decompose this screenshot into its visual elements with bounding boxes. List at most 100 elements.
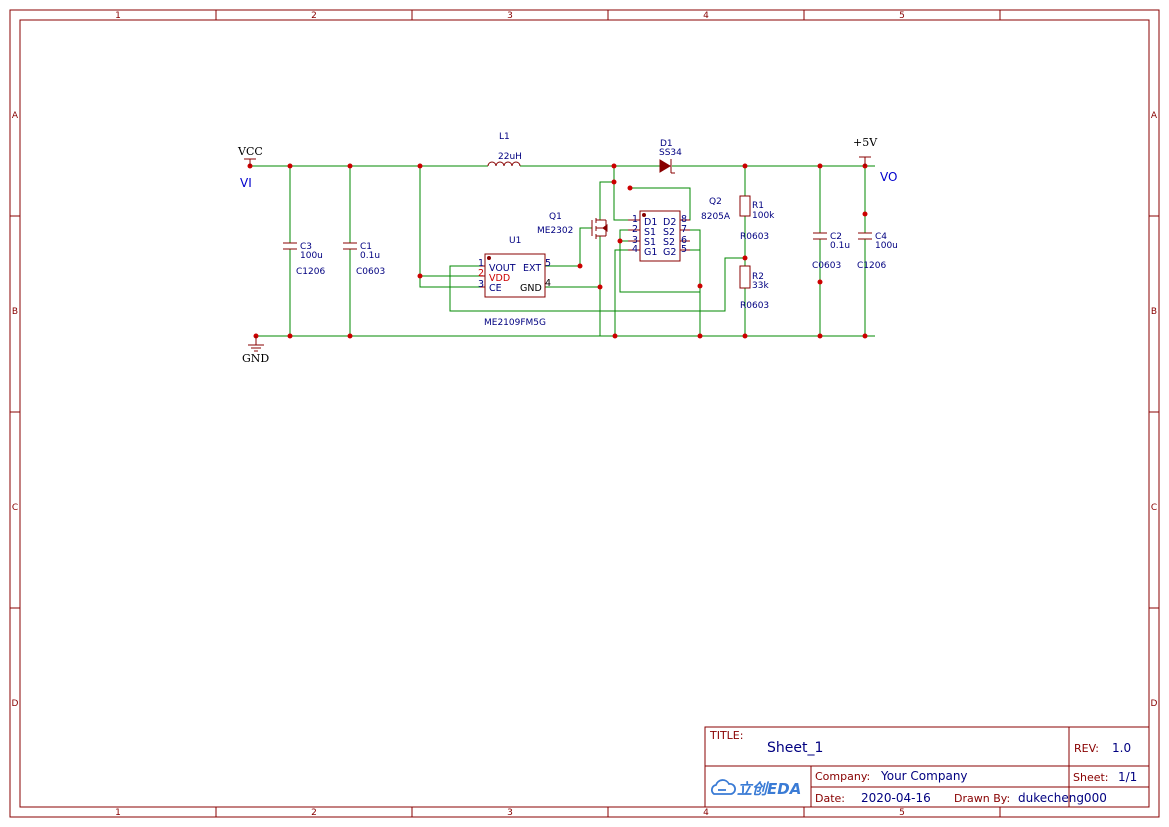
wires: [250, 165, 875, 337]
grid-col-1-bottom: 1: [115, 808, 121, 818]
vcc-port[interactable]: VCC: [237, 145, 263, 166]
grid-col-5-bottom: 5: [899, 808, 905, 818]
q1-drain-wire: [599, 166, 615, 220]
inductor-l1[interactable]: L1 22uH: [487, 132, 522, 167]
grid-col-1: 1: [115, 11, 121, 21]
u1-pin-1: 1: [478, 258, 484, 269]
r2-designator: R2: [752, 272, 764, 282]
c2-footprint: C0603: [812, 261, 841, 271]
c2-designator: C2: [830, 232, 842, 242]
d1-value: SS34: [659, 148, 682, 158]
q2-pin-5: 5: [681, 244, 687, 255]
u1-name-vdd: VDD: [489, 273, 510, 284]
u1-pin-5: 5: [545, 258, 551, 269]
q2-designator: Q2: [709, 197, 722, 207]
sheet-title: Sheet_1: [767, 740, 823, 756]
c4-value: 100u: [875, 241, 898, 251]
q2-name-d1: D1: [644, 217, 657, 228]
c1-value: 0.1u: [360, 251, 380, 261]
gnd-symbol[interactable]: GND: [242, 336, 269, 365]
mosfet-q1[interactable]: Q1 ME2302: [537, 212, 608, 239]
q2-name-g1: G1: [644, 247, 657, 258]
grid-col-5: 5: [899, 11, 905, 21]
u1-name-ce: CE: [489, 283, 502, 294]
l1-designator: L1: [499, 132, 510, 142]
u1-name-vout: VOUT: [489, 263, 516, 274]
grid-col-3: 3: [507, 11, 513, 21]
drawn-by-label: Drawn By:: [954, 792, 1010, 805]
q1-designator: Q1: [549, 212, 562, 222]
plus5v-label: +5V: [853, 136, 878, 149]
c4-designator: C4: [875, 232, 887, 242]
q2-pin-1: 1: [632, 214, 638, 225]
ic-q2[interactable]: 1 2 3 4 D1 S1 S1 G1 D2 S2 S2 G2 8 7 6 5 …: [628, 197, 731, 262]
r1-footprint: R0603: [740, 232, 769, 242]
grid-col-2-bottom: 2: [311, 808, 317, 818]
grid-col-4: 4: [703, 11, 709, 21]
q1-value: ME2302: [537, 226, 573, 236]
u1-footprint: ME2109FM5G: [484, 318, 546, 328]
d1-designator: D1: [660, 139, 673, 149]
q2-g2-wire: [690, 249, 701, 336]
diode-d1[interactable]: D1 SS34: [659, 139, 682, 174]
grid-col-4-bottom: 4: [703, 808, 709, 818]
date-label: Date:: [815, 792, 845, 805]
c4-footprint: C1206: [857, 261, 886, 271]
c1-designator: C1: [360, 242, 372, 252]
q2-pin-6: 6: [681, 235, 687, 246]
grid-col-2: 2: [311, 11, 317, 21]
u1-name-gnd: GND: [520, 283, 542, 294]
l1-value: 22uH: [498, 152, 522, 162]
grid-row-c: C: [12, 503, 18, 513]
u1-name-ext: EXT: [523, 263, 541, 274]
sheet-value: 1/1: [1118, 770, 1137, 784]
q2-name-s1b: S1: [644, 237, 656, 248]
r1-designator: R1: [752, 201, 764, 211]
grid-row-d: D: [12, 699, 19, 709]
grid-row-d-right: D: [1151, 699, 1158, 709]
q2-drain-wires: [613, 182, 691, 221]
capacitor-c1[interactable]: C1 0.1u C0603: [343, 242, 385, 277]
title-label: TITLE:: [709, 729, 743, 742]
c3-designator: C3: [300, 242, 312, 252]
r2-footprint: R0603: [740, 301, 769, 311]
capacitor-c3[interactable]: C3 100u C1206: [283, 242, 325, 277]
q2-name-s1a: S1: [644, 227, 656, 238]
q2-pin-4: 4: [632, 244, 638, 255]
q2-value: 8205A: [701, 212, 731, 222]
drawn-by-value: dukecheng000: [1018, 791, 1107, 805]
resistor-r1[interactable]: R1 100k R0603: [739, 195, 775, 242]
capacitor-c4[interactable]: C4 100u C1206: [857, 232, 898, 271]
u1-pin-4: 4: [545, 278, 551, 289]
grid-row-b-right: B: [1151, 307, 1157, 317]
q2-name-s2b: S2: [663, 237, 675, 248]
q2-pin-8: 8: [681, 214, 687, 225]
c3-footprint: C1206: [296, 267, 325, 277]
ic-u1[interactable]: 1 2 3 VOUT VDD CE EXT GND 5 4 U1 ME2109F…: [478, 236, 551, 328]
q2-name-s2a: S2: [663, 227, 675, 238]
junction-dots: [247, 163, 868, 339]
q2-name-d2: D2: [663, 217, 676, 228]
q2-g1-wire: [614, 249, 628, 336]
u1-vout-feedback-wire: [449, 257, 745, 312]
grid-row-labels: A B C D A B C D: [12, 111, 1158, 709]
grid-row-a: A: [12, 111, 19, 121]
resistor-r2[interactable]: R2 33k R0603: [739, 265, 769, 311]
u1-designator: U1: [509, 236, 521, 246]
u1-pin-2: 2: [478, 268, 484, 279]
u1-pin-3: 3: [478, 279, 484, 290]
plus5v-port[interactable]: +5V: [853, 136, 878, 166]
net-label-vo[interactable]: VO: [880, 170, 897, 184]
net-label-vi[interactable]: VI: [240, 176, 252, 190]
c2-value: 0.1u: [830, 241, 850, 251]
grid-column-labels: 1 2 3 4 5 1 2 3 4 5: [115, 11, 905, 818]
rev-label: REV:: [1074, 742, 1099, 755]
capacitor-c2[interactable]: C2 0.1u C0603: [812, 232, 850, 271]
sheet-border: [9, 9, 1160, 818]
sheet-label: Sheet:: [1073, 771, 1109, 784]
q2-pin-2: 2: [632, 224, 638, 235]
date-value: 2020-04-16: [861, 791, 931, 805]
vcc-label: VCC: [237, 145, 263, 158]
q2-name-g2: G2: [663, 247, 676, 258]
